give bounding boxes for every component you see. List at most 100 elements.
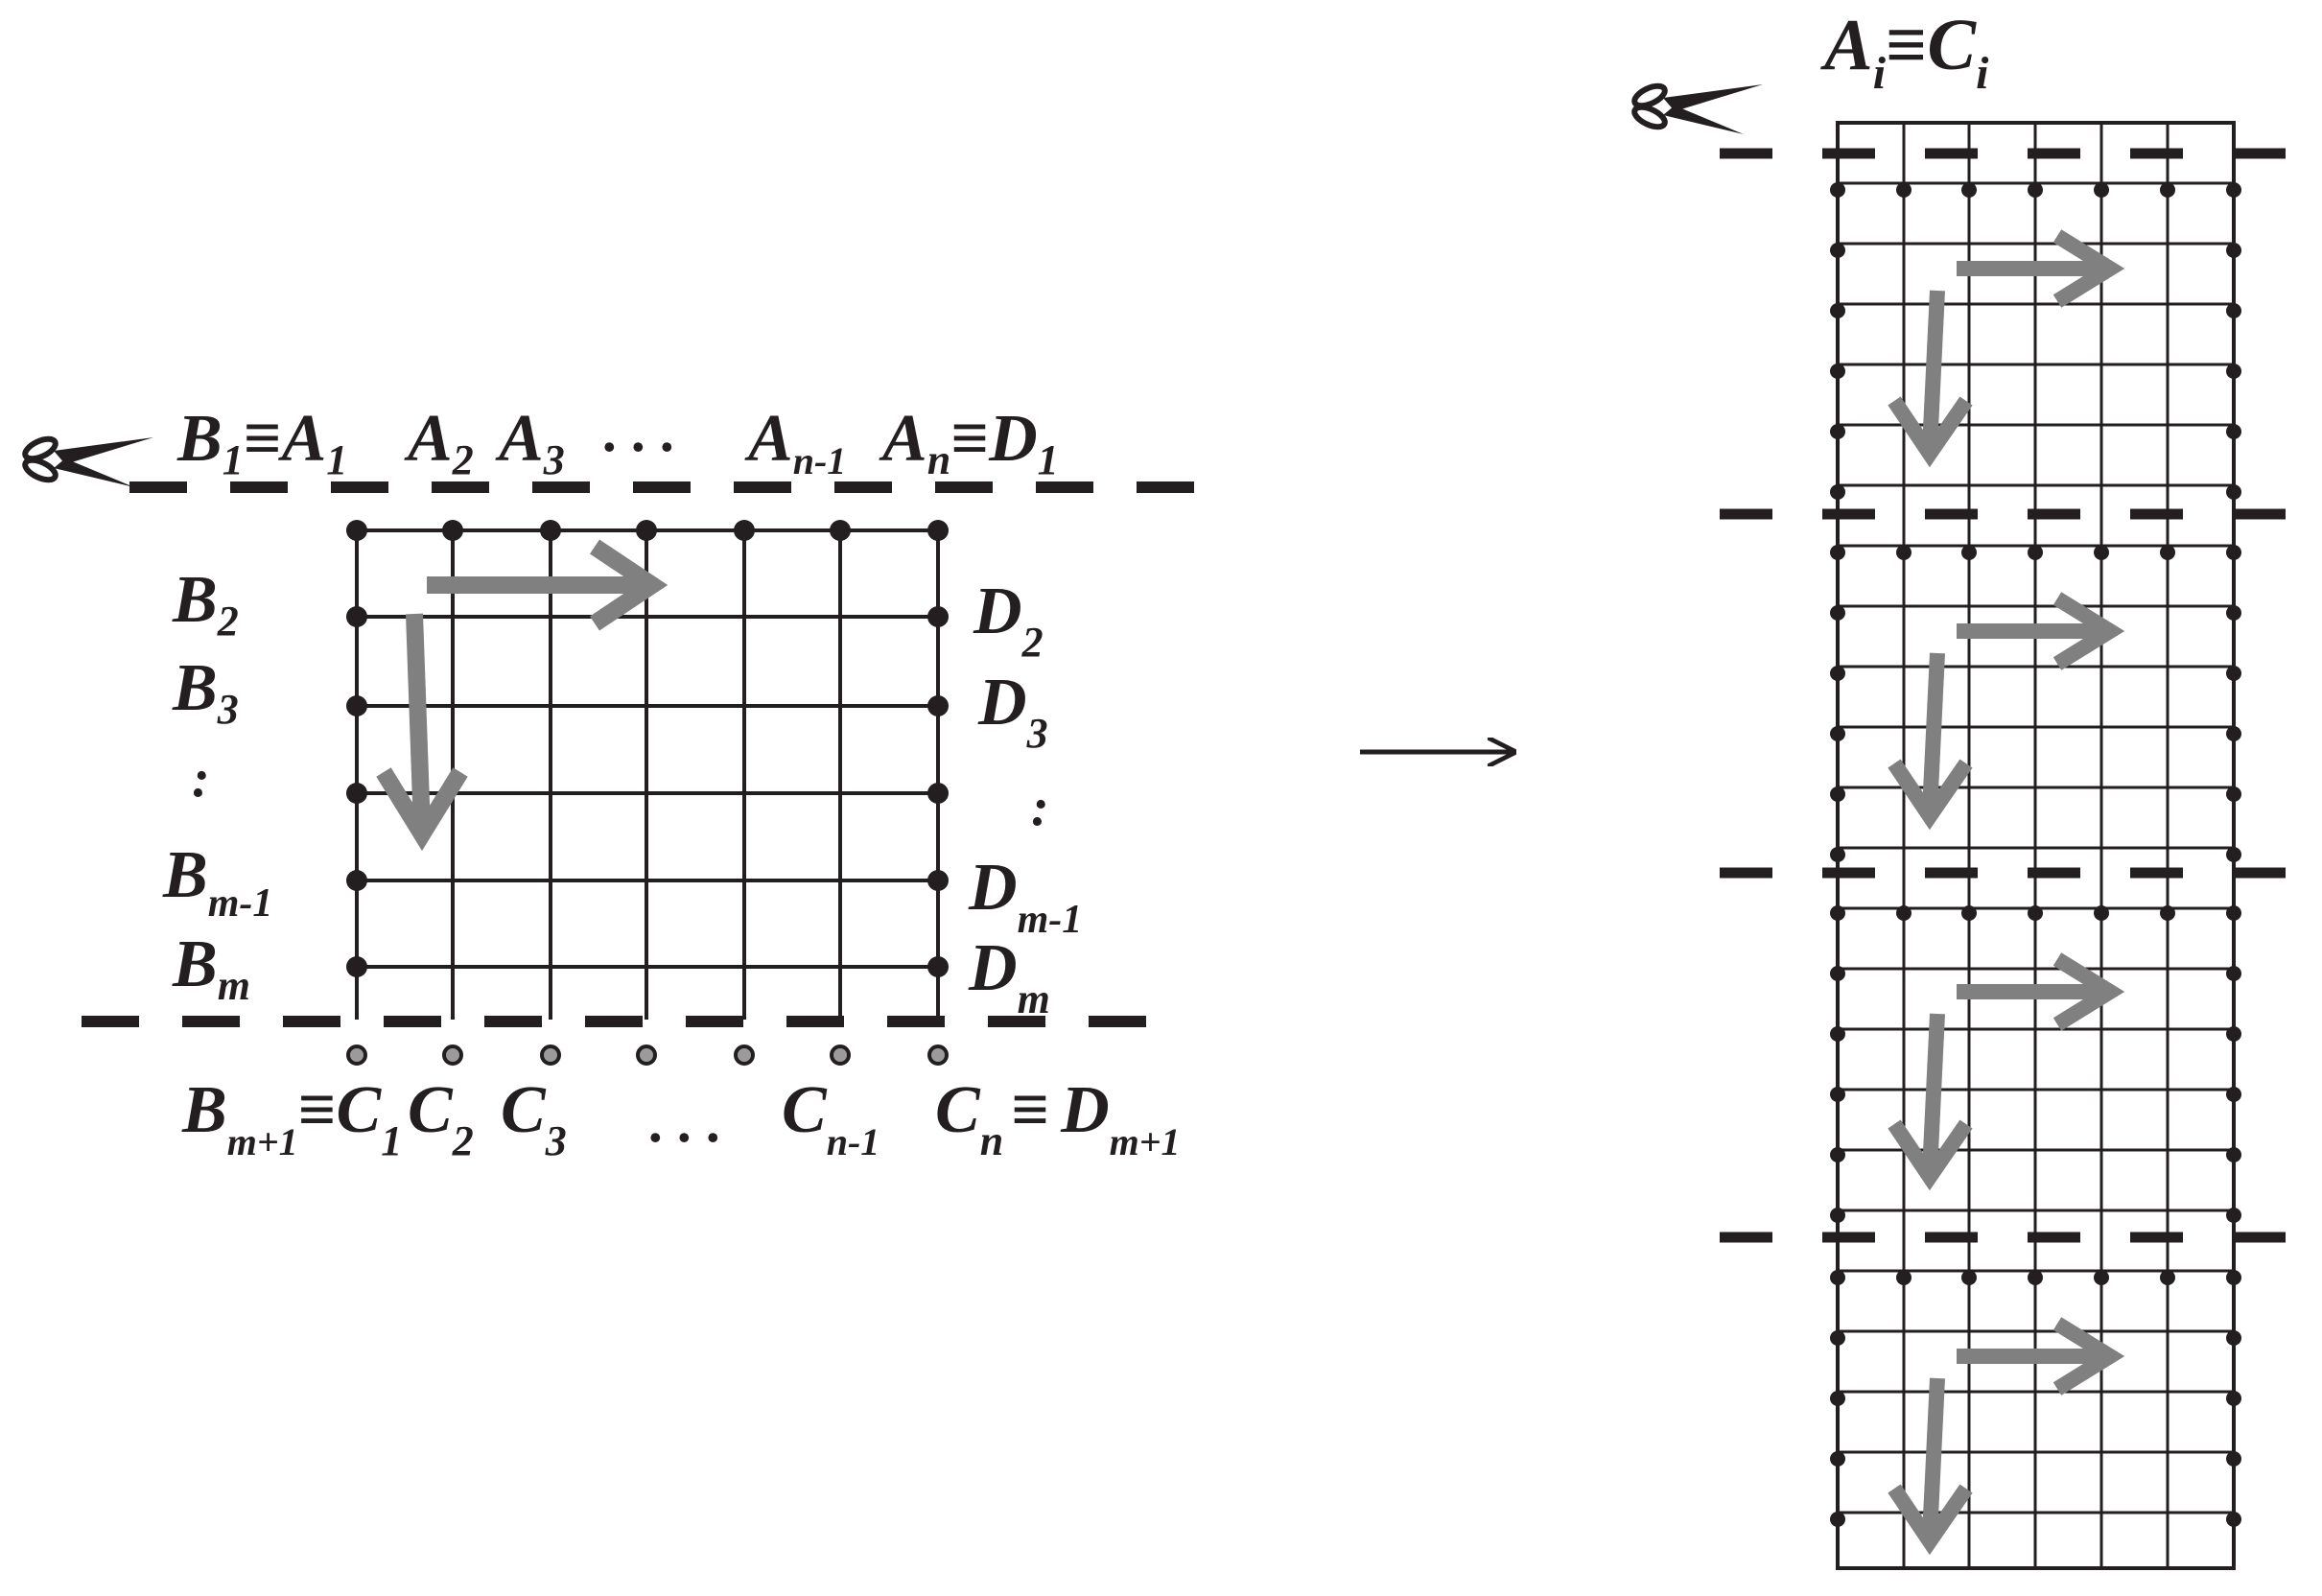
strip-right-node-dot bbox=[2226, 847, 2241, 862]
strip-vertical-traversal-arrow bbox=[1888, 290, 1973, 468]
arrow-head bbox=[2052, 229, 2125, 308]
label-c3: C3 bbox=[501, 1073, 567, 1164]
strip-left-node-dot bbox=[1830, 666, 1845, 681]
horizontal-traversal-arrow bbox=[427, 539, 668, 631]
strip-right-node-dot bbox=[2226, 1026, 2241, 1042]
strip-right-node-dot bbox=[2226, 303, 2241, 318]
scissors-icon bbox=[22, 435, 153, 487]
arrow-head bbox=[2052, 592, 2125, 670]
strip-vertical-traversal-arrow bbox=[1888, 652, 1973, 831]
strip-top-node-dot bbox=[2226, 905, 2241, 921]
arrow-head bbox=[1888, 759, 1973, 831]
strip-right-node-dot bbox=[2226, 1087, 2241, 1102]
strip-top-node-dot bbox=[1896, 545, 1912, 560]
strip-left-node-dot bbox=[1830, 1330, 1845, 1346]
label-c2: C2 bbox=[408, 1073, 474, 1164]
strip-top-node-dot bbox=[1961, 905, 1977, 921]
strip-top-node-dot bbox=[1961, 545, 1977, 560]
strip-left-node-dot bbox=[1830, 424, 1845, 439]
strip-horizontal-traversal-arrow bbox=[1957, 229, 2125, 308]
right-vertical-ellipsis: : bbox=[1031, 778, 1049, 837]
strip-right-node-dot bbox=[2226, 484, 2241, 500]
right-node-dot bbox=[927, 956, 949, 977]
strip-top-node-dot bbox=[1896, 182, 1912, 198]
bottom-ghost-node bbox=[636, 1044, 657, 1066]
top-node-dot bbox=[442, 520, 463, 541]
strip-left-node-dot bbox=[1830, 243, 1845, 258]
scissors-icon bbox=[1631, 82, 1763, 134]
label-dm: Dm bbox=[968, 931, 1050, 1022]
top-node-dot bbox=[927, 520, 949, 541]
strip-left-node-dot bbox=[1830, 364, 1845, 379]
top-node-dot bbox=[540, 520, 561, 541]
label-bm-1: Bm-1 bbox=[162, 838, 272, 926]
arrow-shaft bbox=[1922, 1377, 1945, 1537]
left-node-dot bbox=[346, 783, 367, 804]
strip-top-node-dot bbox=[2226, 545, 2241, 560]
strip-top-node-dot bbox=[1896, 1270, 1912, 1285]
strip-top-node-dot bbox=[1830, 545, 1845, 560]
left-node-dot bbox=[346, 956, 367, 977]
strip-right-node-dot bbox=[2226, 424, 2241, 439]
label-a3: A3 bbox=[495, 402, 565, 483]
bottom-ghost-node bbox=[734, 1044, 755, 1066]
strip-left-node-dot bbox=[1830, 303, 1845, 318]
strip-right-node-dot bbox=[2226, 364, 2241, 379]
bottom-ghost-node bbox=[442, 1044, 463, 1066]
label-ai-ci: Ai≡Ci bbox=[1820, 5, 1989, 99]
strip-horizontal-traversal-arrow bbox=[1957, 952, 2125, 1031]
strip-top-node-dot bbox=[2028, 182, 2043, 198]
strip-left-node-dot bbox=[1830, 847, 1845, 862]
strip-right-node-dot bbox=[2226, 243, 2241, 258]
label-cn-1: Cn-1 bbox=[782, 1073, 880, 1163]
strip-top-node-dot bbox=[2028, 905, 2043, 921]
strip-right-node-dot bbox=[2226, 726, 2241, 741]
strip-left-node-dot bbox=[1830, 1087, 1845, 1102]
bottom-ghost-node bbox=[830, 1044, 851, 1066]
arrow-shaft bbox=[1922, 290, 1945, 450]
strip-right-node-dot bbox=[2226, 1330, 2241, 1346]
strip-top-node-dot bbox=[1896, 905, 1912, 921]
strip-left-node-dot bbox=[1830, 1512, 1845, 1527]
label-cn-dm1: Cn≡Dm+1 bbox=[935, 1073, 1181, 1164]
strip-top-node-dot bbox=[1830, 182, 1845, 198]
strip-top-node-dot bbox=[2094, 182, 2109, 198]
top-labels: B1≡A1 A2 A3 . . . An-1 An≡D1 bbox=[176, 400, 1059, 483]
right-node-dot bbox=[927, 695, 949, 716]
label-a2: A2 bbox=[404, 402, 474, 483]
top-node-dot bbox=[734, 520, 755, 541]
strip-left-node-dot bbox=[1830, 786, 1845, 802]
left-lattice-panel: B1≡A1 A2 A3 . . . An-1 An≡D1 B2 B3 : Bm-… bbox=[22, 400, 1194, 1164]
label-bm: Bm bbox=[172, 927, 250, 1009]
strip-right-node-dot bbox=[2226, 1147, 2241, 1162]
label-an-d1: An≡D1 bbox=[879, 402, 1059, 483]
left-node-dot bbox=[346, 870, 367, 891]
right-side-labels: D2 D3 : Dm-1 Dm bbox=[968, 575, 1082, 1022]
strip-top-node-dot bbox=[1961, 1270, 1977, 1285]
strip-top-node-dot bbox=[2028, 1270, 2043, 1285]
strip-top-node-dot bbox=[1830, 905, 1845, 921]
stacked-lattice-strip bbox=[1720, 121, 2322, 1570]
strip-top-node-dot bbox=[2226, 1270, 2241, 1285]
strip-vertical-traversal-arrow bbox=[1888, 1013, 1973, 1191]
strip-left-node-dot bbox=[1830, 726, 1845, 741]
top-ellipsis: . . . bbox=[604, 400, 676, 463]
left-side-labels: B2 B3 : Bm-1 Bm bbox=[162, 563, 272, 1009]
label-b2: B2 bbox=[172, 563, 239, 645]
bottom-ellipsis: . . . bbox=[650, 1091, 722, 1154]
arrow-head bbox=[1888, 1119, 1973, 1191]
right-strip-panel: Ai≡Ci bbox=[1631, 5, 2322, 1570]
label-b1-a1: B1≡A1 bbox=[176, 402, 347, 483]
bottom-ghost-node bbox=[346, 1044, 367, 1066]
left-lattice-grid bbox=[346, 520, 949, 1066]
strip-left-node-dot bbox=[1830, 1451, 1845, 1467]
bottom-ghost-node bbox=[540, 1044, 561, 1066]
label-d2: D2 bbox=[973, 575, 1044, 666]
top-node-dot bbox=[830, 520, 851, 541]
label-an-1: An-1 bbox=[744, 402, 846, 482]
strip-top-node-dot bbox=[2094, 905, 2109, 921]
strip-top-node-dot bbox=[2160, 905, 2175, 921]
strip-right-node-dot bbox=[2226, 1451, 2241, 1467]
strip-top-node-dot bbox=[2094, 545, 2109, 560]
label-dm-1: Dm-1 bbox=[968, 851, 1082, 942]
